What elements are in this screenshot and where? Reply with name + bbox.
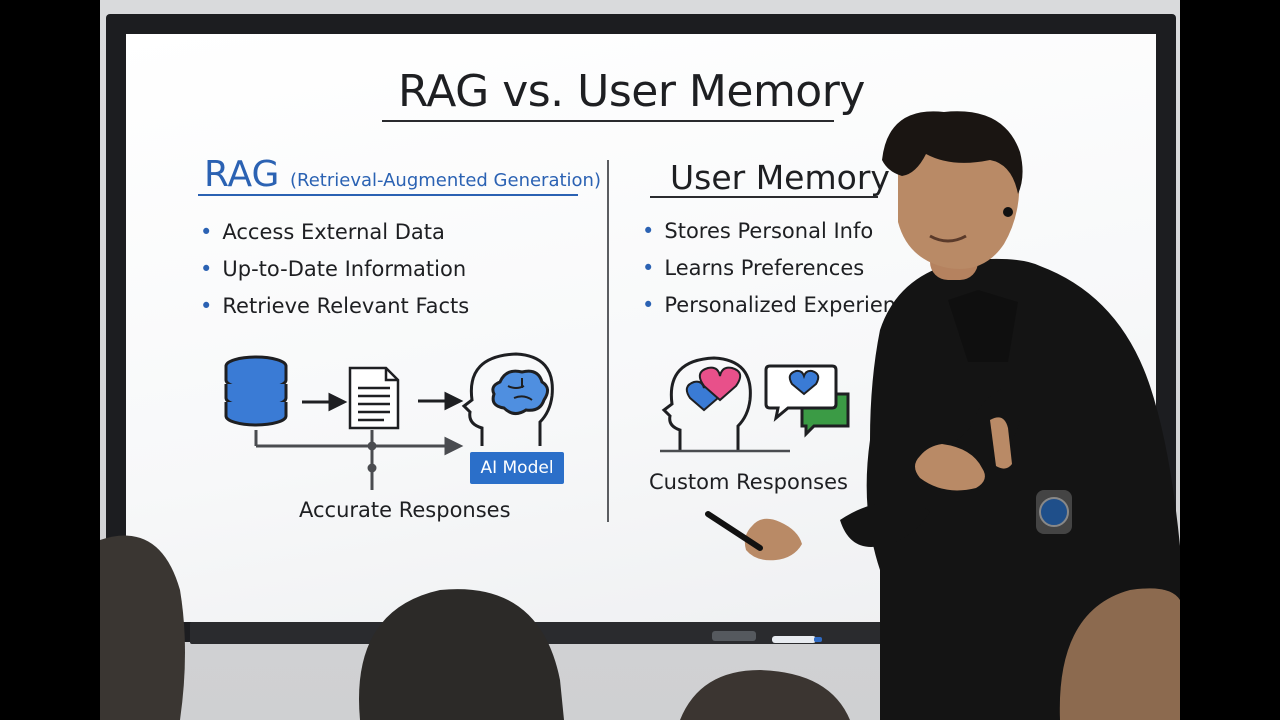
rag-caption: Accurate Responses <box>299 498 511 522</box>
eraser <box>712 631 756 641</box>
rag-bullet-2: Up-to-Date Information <box>200 257 466 281</box>
memory-bullet-1: Stores Personal Info <box>642 219 873 243</box>
marker <box>772 636 822 643</box>
audience <box>100 535 1180 720</box>
rag-heading: RAG <box>204 154 280 195</box>
ai-model-label: AI Model <box>470 452 564 484</box>
rag-underline <box>198 194 578 196</box>
memory-caption: Custom Responses <box>649 470 848 494</box>
memory-heading: User Memory <box>670 158 890 197</box>
memory-bullet-3: Personalized Experience <box>642 293 920 317</box>
rag-subheading: (Retrieval-Augmented Generation) <box>290 170 601 191</box>
rag-bullet-1: Access External Data <box>200 220 445 244</box>
memory-underline <box>650 196 878 198</box>
memory-bullet-2: Learns Preferences <box>642 256 864 280</box>
board-title: RAG vs. User Memory <box>398 66 865 117</box>
rag-bullet-3: Retrieve Relevant Facts <box>200 294 469 318</box>
column-divider <box>607 160 609 522</box>
title-underline <box>382 120 834 122</box>
